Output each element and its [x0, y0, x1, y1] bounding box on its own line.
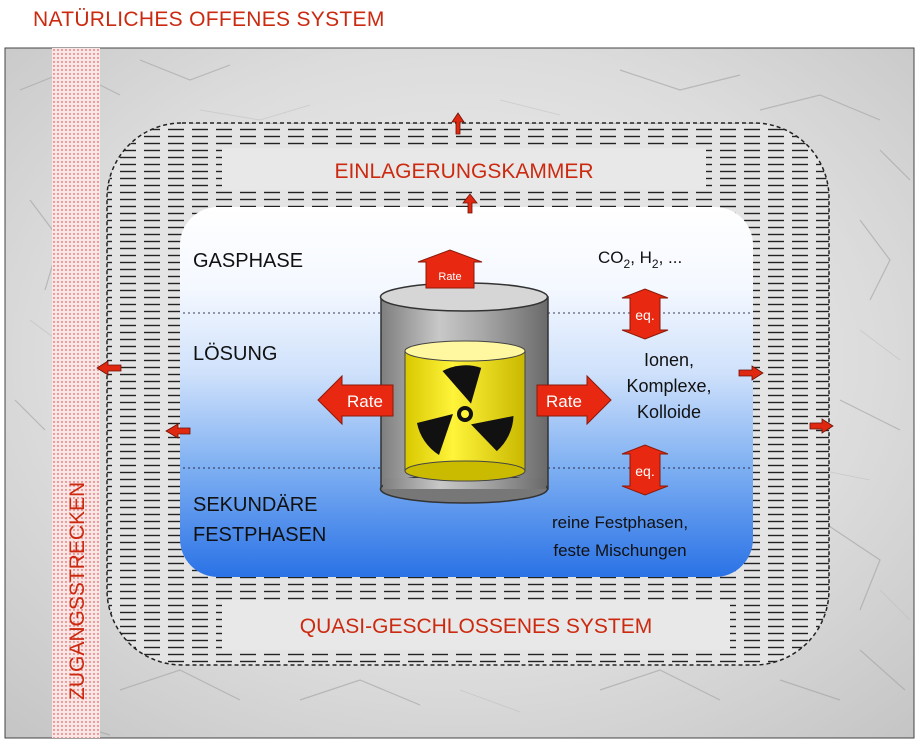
- page-title: NATÜRLICHES OFFENES SYSTEM: [33, 8, 385, 31]
- closed-system-label: QUASI-GESCHLOSSENES SYSTEM: [300, 615, 652, 638]
- flux-arrows: [96, 112, 834, 439]
- flux-arrow-left-outer: [96, 360, 122, 376]
- zone-gas-label: GASPHASE: [193, 250, 303, 272]
- svg-text:eq.: eq.: [635, 463, 654, 479]
- radiation-trefoil-icon: [417, 365, 514, 455]
- svg-text:eq.: eq.: [635, 307, 654, 323]
- flux-arrow-left-chamber: [165, 423, 191, 439]
- rate-arrow-right: Rate: [536, 374, 612, 426]
- solid-species-1: reine Festphasen,: [552, 513, 688, 532]
- eq-arrow-upper: eq.: [621, 288, 669, 340]
- rate-arrow-left: Rate: [317, 374, 394, 426]
- solid-species-2: feste Mischungen: [553, 541, 686, 560]
- zone-solids-label-2: FESTPHASEN: [193, 524, 326, 546]
- flux-arrow-up-chamber: [462, 193, 478, 214]
- chamber-label-box: [222, 148, 706, 190]
- flux-arrow-up-top: [451, 112, 465, 135]
- rate-arrow-up: Rate: [417, 249, 483, 289]
- svg-text:Rate: Rate: [438, 271, 461, 283]
- access-drift-label: ZUGANGSSTRECKEN: [66, 482, 89, 700]
- solution-species-3: Kolloide: [637, 402, 701, 422]
- svg-text:Rate: Rate: [546, 392, 582, 411]
- zone-solution-label: LÖSUNG: [193, 343, 277, 365]
- gas-species: CO2, H2, ...: [598, 248, 682, 271]
- eq-arrow-lower: eq.: [621, 444, 669, 496]
- closed-system-label-box: [222, 600, 730, 650]
- flux-arrow-right-chamber: [738, 365, 764, 381]
- chamber-label: EINLAGERUNGSKAMMER: [334, 160, 593, 183]
- solution-species-1: Ionen,: [644, 350, 694, 370]
- zone-solids-label-1: SEKUNDÄRE: [193, 494, 317, 516]
- solution-species-2: Komplexe,: [626, 376, 711, 396]
- access-drift: [52, 48, 100, 738]
- flux-arrow-right-outer: [809, 418, 834, 434]
- svg-text:Rate: Rate: [347, 392, 383, 411]
